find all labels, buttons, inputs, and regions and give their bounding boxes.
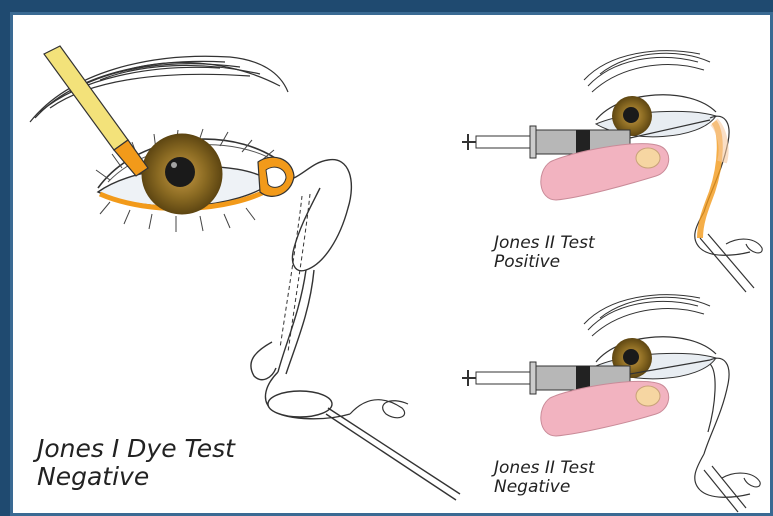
swab-top <box>700 238 746 292</box>
caption-jones2-negative-line1: Jones II Test <box>494 459 595 478</box>
illustration-panel: Jones I Dye Test Negative Jones II Test … <box>10 12 773 516</box>
nose-outline-right-bottom <box>695 358 750 497</box>
caption-jones1: Jones I Dye Test Negative <box>37 435 235 491</box>
eyebrow-right-top <box>584 51 710 92</box>
jones1-figure <box>30 46 460 500</box>
caption-jones2-positive-line2: Positive <box>494 253 595 272</box>
eyebrow-right-bottom <box>584 295 710 336</box>
caption-jones2-positive-line1: Jones II Test <box>494 234 595 253</box>
cotton-swab-left <box>268 391 460 500</box>
dye-duct-top <box>700 122 720 238</box>
caption-jones1-line1: Jones I Dye Test <box>37 435 235 463</box>
caption-jones2-positive: Jones II Test Positive <box>494 234 595 272</box>
pupil-left <box>165 157 195 187</box>
caption-jones2-negative-line2: Negative <box>494 478 595 497</box>
nose-outline-left <box>251 160 351 419</box>
dye-applicator <box>44 46 148 176</box>
caption-jones2-negative: Jones II Test Negative <box>494 459 595 497</box>
caption-jones1-line2: Negative <box>37 463 235 491</box>
